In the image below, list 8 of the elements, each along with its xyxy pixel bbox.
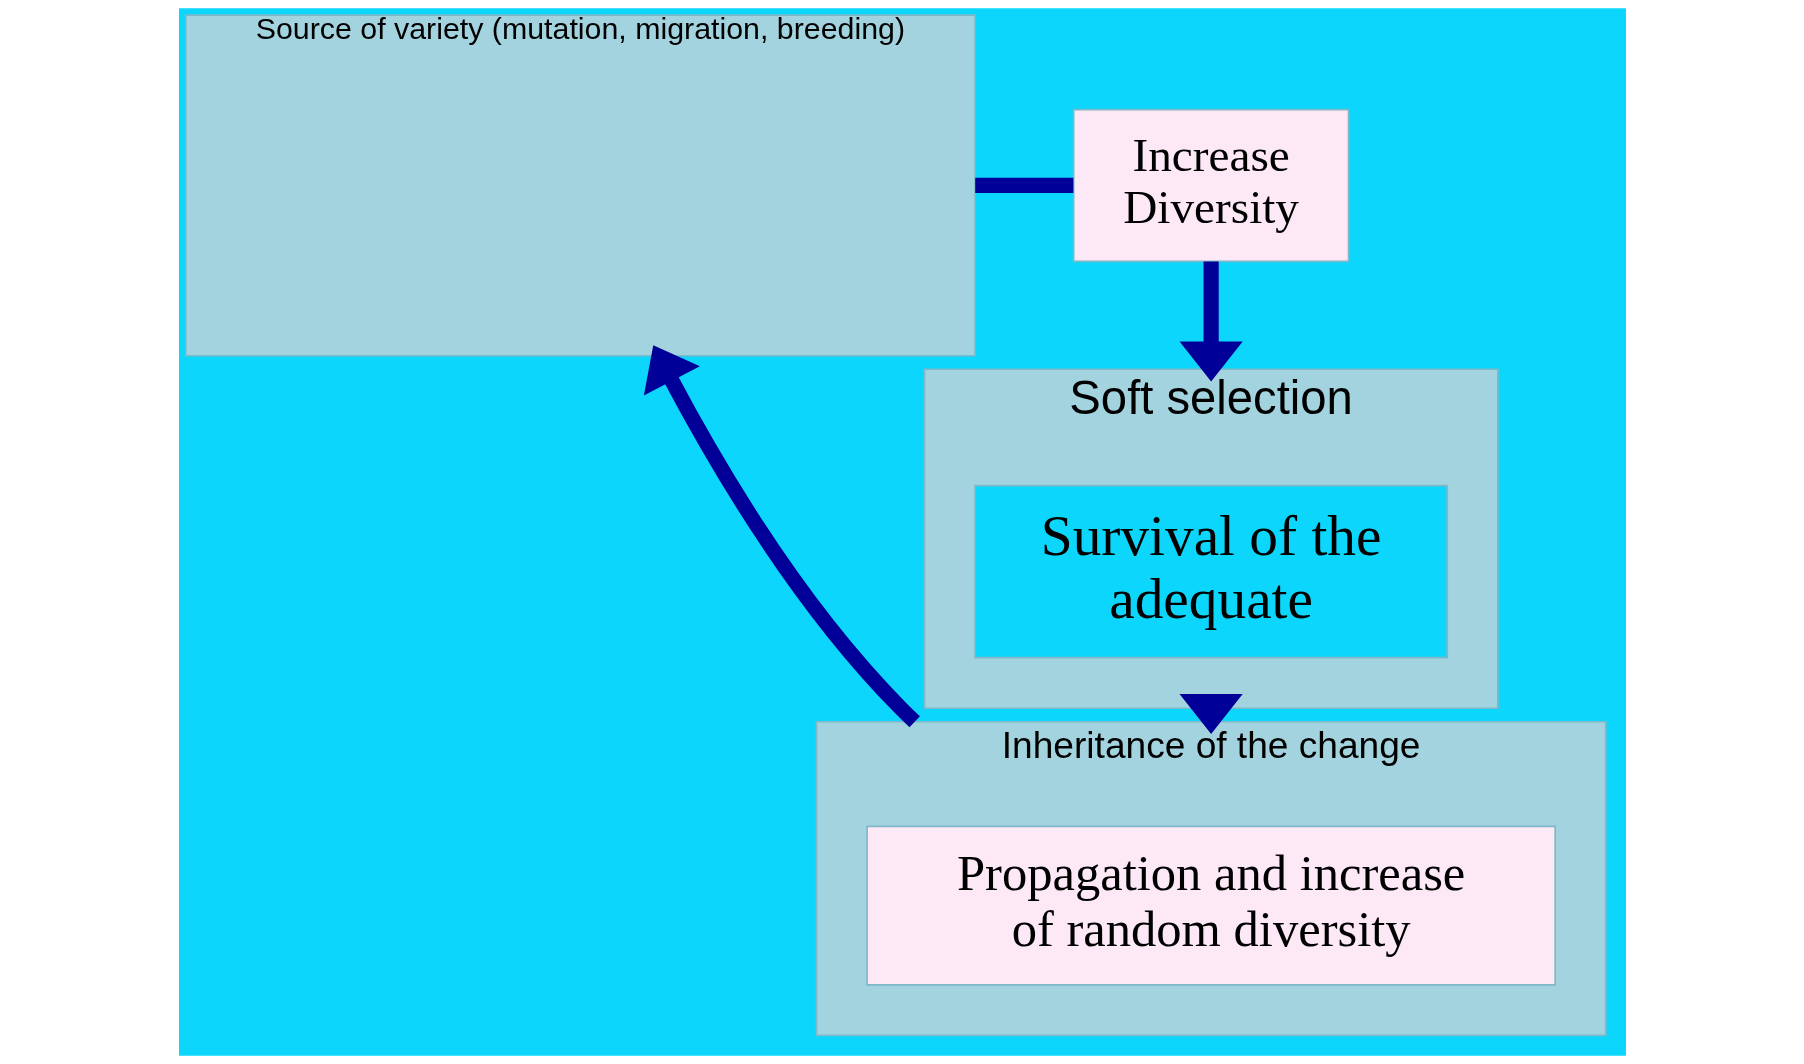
arrow [1179,261,1243,382]
node-box: Survival of the adequate [973,484,1448,659]
connector [974,177,1073,193]
node-box: Propagation and increase of random diversity [865,825,1556,986]
arrow [1179,693,1243,734]
node-box: Increase Diversity [1072,108,1349,263]
node-box: Source of variety (mutation, migration, breeding) [184,14,976,357]
arrow [643,345,920,728]
